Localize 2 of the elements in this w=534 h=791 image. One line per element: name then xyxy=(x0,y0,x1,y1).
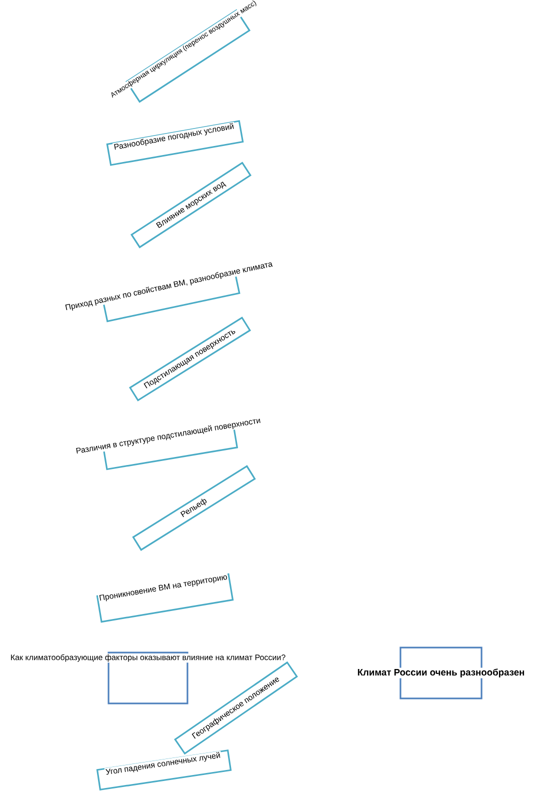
topic-box: Климат России очень разнообразен xyxy=(356,646,526,700)
factor-box: Разнообразие погодных условий xyxy=(106,120,244,166)
